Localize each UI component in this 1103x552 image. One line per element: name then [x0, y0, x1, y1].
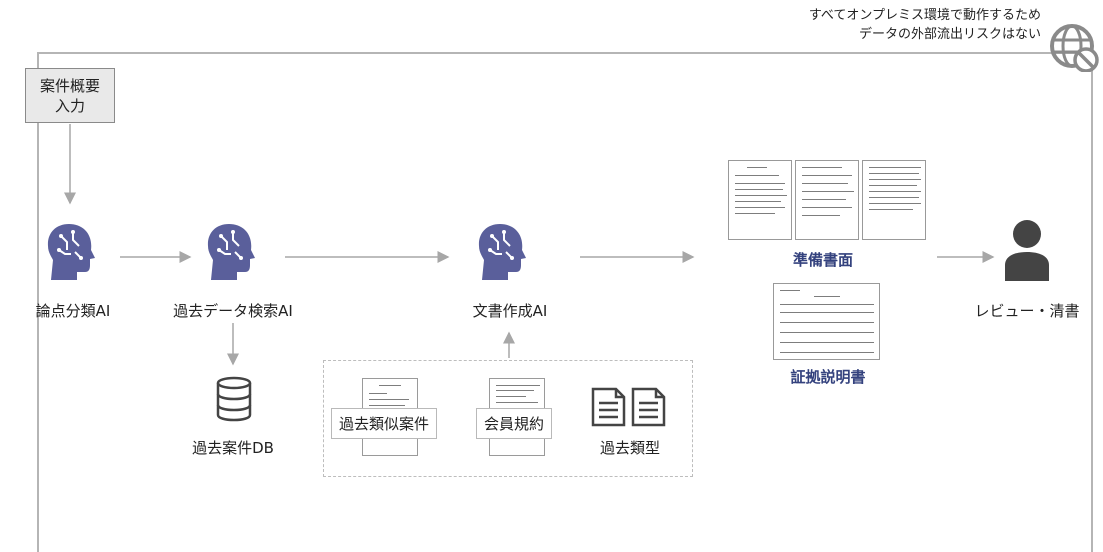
- case-summary-input-line1: 案件概要: [39, 76, 100, 95]
- diagram-frame: [37, 52, 1093, 552]
- evidence-label: 証拠説明書: [790, 368, 866, 386]
- past-types-label: 過去類型: [599, 439, 660, 457]
- doc-ai-label: 文書作成AI: [472, 302, 548, 320]
- past-cases-db-label: 過去案件DB: [192, 439, 274, 457]
- similar-cases-label: 過去類似案件: [331, 408, 438, 439]
- person-icon: [1005, 220, 1049, 281]
- issue-ai-label: 論点分類AI: [35, 302, 111, 320]
- onprem-note: すべてオンプレミス環境で動作するため データの外部流出リスクはない: [809, 6, 1041, 44]
- search-ai-label: 過去データ検索AI: [173, 302, 293, 320]
- source-materials-box: [323, 360, 693, 477]
- onprem-note-line2: データの外部流出リスクはない: [858, 27, 1041, 42]
- ai-head-icon: [478, 224, 526, 280]
- ai-head-icon: [47, 224, 95, 280]
- flow-arrows: [64, 124, 995, 366]
- evidence-document: [773, 283, 880, 360]
- case-summary-input: 案件概要 入力: [25, 68, 115, 123]
- member-rules-label: 会員規約: [476, 408, 553, 439]
- database-icon: [216, 376, 252, 422]
- document-icon: [591, 387, 666, 427]
- globe-no-icon: [1050, 24, 1099, 72]
- prep-docs-document: [728, 160, 926, 243]
- review-label: レビュー・清書: [974, 302, 1080, 320]
- case-summary-input-line2: 入力: [54, 96, 85, 115]
- prep-docs-label: 準備書面: [792, 251, 853, 269]
- onprem-note-line1: すべてオンプレミス環境で動作するため: [808, 8, 1041, 23]
- ai-head-icon: [207, 224, 255, 280]
